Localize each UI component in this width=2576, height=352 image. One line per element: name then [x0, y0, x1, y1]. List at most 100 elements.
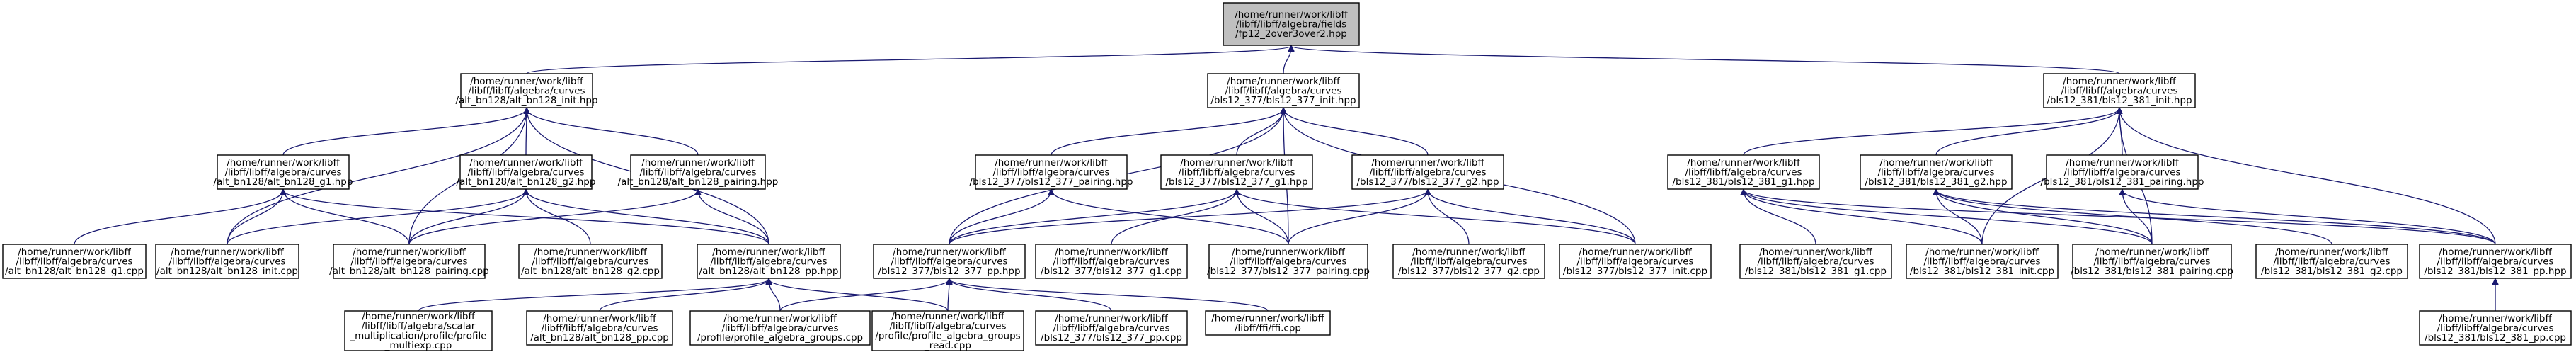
node-label-line: /alt_bn128/alt_bn128_pairing.hpp [618, 176, 779, 188]
node-bls12-381-pairing-hpp[interactable]: /home/runner/work/libff/libff/libff/alge… [2041, 154, 2204, 190]
node-alt-bn128-g1-cpp[interactable]: /home/runner/work/libff/libff/libff/alge… [2, 244, 147, 279]
node-label-line: /bls12_377/bls12_377_pairing.cpp [1207, 266, 1370, 277]
node-box [1351, 154, 1504, 190]
edge-b377-pp-hpp-to-b377-g2-hpp [949, 190, 1428, 245]
node-box [1739, 244, 1892, 279]
edge-b381-pp-hpp-to-b381-g1-hpp [1744, 190, 2496, 245]
node-alt-bn128-g1-hpp[interactable]: /home/runner/work/libff/libff/libff/alge… [214, 154, 353, 190]
node-alt-bn128-g2-hpp[interactable]: /home/runner/work/libff/libff/libff/alge… [457, 154, 596, 190]
node-bls12-377-g2-hpp[interactable]: /home/runner/work/libff/libff/libff/alge… [1351, 154, 1504, 190]
edge-b381-pairing-cpp-to-b381-pairing-hpp [2122, 190, 2153, 245]
node-bls12-381-pairing-cpp[interactable]: /home/runner/work/libff/libff/libff/alge… [2071, 244, 2233, 279]
node-label-line: /home/runner/work/libff [2066, 157, 2179, 169]
node-label-line: /bls12_381/bls12_381_g1.hpp [1672, 176, 1814, 188]
node-box [1559, 244, 1712, 279]
node-bls12-377-g1-hpp[interactable]: /home/runner/work/libff/libff/libff/alge… [1160, 154, 1313, 190]
node-ffi-cpp[interactable]: /home/runner/work/libff/libff/ffi/ffi.cp… [1205, 310, 1331, 336]
node-box [689, 310, 871, 346]
node-alt-bn128-pp-hpp[interactable]: /home/runner/work/libff/libff/libff/alge… [697, 244, 841, 279]
node-label-line: /libff/libff/algebra/curves [992, 167, 1109, 178]
node-bls12-377-pairing-hpp[interactable]: /home/runner/work/libff/libff/libff/alge… [970, 154, 1133, 190]
node-bls12-377-g1-cpp[interactable]: /home/runner/work/libff/libff/libff/alge… [1035, 244, 1188, 279]
node-box [333, 244, 486, 279]
node-label-line: /home/runner/work/libff [891, 311, 1004, 322]
node-alt-bn128-pairing-cpp[interactable]: /home/runner/work/libff/libff/libff/alge… [329, 244, 489, 279]
node-box [2, 244, 147, 279]
node-box [630, 154, 766, 190]
node-label-line: /alt_bn128/alt_bn128_g1.hpp [214, 176, 353, 188]
node-alt-bn128-init-cpp[interactable]: /home/runner/work/libff/libff/libff/alge… [155, 244, 299, 279]
node-alt-bn128-g2-cpp[interactable]: /home/runner/work/libff/libff/libff/alge… [518, 244, 663, 279]
node-bls12-377-pp-hpp[interactable]: /home/runner/work/libff/libff/libff/alge… [873, 244, 1026, 279]
node-label-line: /libff/libff/algebra/curves [224, 167, 341, 178]
node-label-line: /home/runner/work/libff [469, 157, 583, 169]
node-bls12-377-init-hpp[interactable]: /home/runner/work/libff/libff/libff/alge… [1207, 73, 1360, 108]
edge-b381-pairing-cpp-to-b381-g2-hpp [1936, 190, 2153, 245]
node-profile-algebra-groups-read-cpp[interactable]: /home/runner/work/libff/libff/libff/alge… [871, 310, 1024, 351]
node-bls12-377-pp-cpp[interactable]: /home/runner/work/libff/libff/libff/alge… [1035, 310, 1188, 346]
node-label-line: /home/runner/work/libff [18, 246, 131, 258]
edge-b377-pp-hpp-to-b377-g1-hpp [949, 190, 1237, 245]
node-box [1207, 73, 1360, 108]
node-alt-bn128-pp-cpp[interactable]: /home/runner/work/libff/libff/libff/alge… [526, 310, 673, 346]
node-bls12-381-pp-cpp[interactable]: /home/runner/work/libff/libff/libff/alge… [2419, 310, 2572, 346]
node-bls12-381-g2-cpp[interactable]: /home/runner/work/libff/libff/libff/alge… [2255, 244, 2408, 279]
node-box [1223, 2, 1360, 46]
node-box [217, 154, 350, 190]
node-bls12-381-g2-hpp[interactable]: /home/runner/work/libff/libff/libff/alge… [1860, 154, 2013, 190]
edge-b377-init-cpp-to-b377-g2-hpp [1428, 190, 1636, 245]
edge-b377-pp-hpp-to-b377-pairing-hpp [949, 190, 1051, 245]
edge-prof-groups-read-cpp-to-b377-pp-hpp [948, 279, 949, 312]
node-bls12-377-init-cpp[interactable]: /home/runner/work/libff/libff/libff/alge… [1559, 244, 1712, 279]
node-box [873, 244, 1026, 279]
node-bls12-381-g1-hpp[interactable]: /home/runner/work/libff/libff/libff/alge… [1667, 154, 1820, 190]
node-alt-bn128-init-hpp[interactable]: /home/runner/work/libff/libff/libff/alge… [455, 73, 598, 108]
node-label-line: /libff/libff/algebra/scalar [362, 321, 476, 332]
node-label-line: /bls12_381/bls12_381_init.hpp [2047, 95, 2192, 106]
edge-alt-pairing-cpp-to-alt-g1-hpp [283, 190, 410, 245]
node-label-line: /home/runner/work/libff [1055, 246, 1168, 258]
edge-b381-pp-hpp-to-b381-g2-hpp [1936, 190, 2496, 245]
edge-b377-g1-cpp-to-b377-g1-hpp [1111, 190, 1237, 245]
node-bls12-381-pp-hpp[interactable]: /home/runner/work/libff/libff/libff/alge… [2419, 244, 2572, 279]
edge-b381-g1-hpp-to-b381-init-hpp [1743, 108, 2119, 156]
node-bls12-381-init-cpp[interactable]: /home/runner/work/libff/libff/libff/alge… [1906, 244, 2059, 279]
node-label-line: /bls12_381/bls12_381_pairing.hpp [2041, 176, 2204, 188]
node-label-line: /bls12_381/bls12_381_g2.cpp [2261, 266, 2403, 277]
node-box [1906, 244, 2059, 279]
node-label-line: /libff/libff/algebra/curves [710, 256, 827, 268]
node-label-line: /home/runner/work/libff [1879, 157, 1993, 169]
node-box [871, 310, 1024, 351]
node-label-line: /libff/libff/algebra/curves [1178, 167, 1295, 178]
node-label-line: /home/runner/work/libff [893, 246, 1006, 258]
node-bls12-381-g1-cpp[interactable]: /home/runner/work/libff/libff/libff/alge… [1739, 244, 1892, 279]
node-label-line: /bls12_381/bls12_381_pp.cpp [2425, 332, 2566, 344]
node-label-line: /home/runner/work/libff [543, 313, 656, 324]
node-box [1208, 244, 1368, 279]
node-label-line: /libff/libff/algebra/curves [639, 167, 756, 178]
edge-b377-init-cpp-to-b377-g1-hpp [1237, 190, 1636, 245]
node-label-line: /home/runner/work/libff [712, 246, 825, 258]
node-profile-algebra-groups-cpp[interactable]: /home/runner/work/libff/libff/libff/alge… [689, 310, 871, 346]
edge-b377-init-hpp-to-root [1283, 46, 1291, 74]
node-label-line: /bls12_381/bls12_381_init.cpp [1910, 266, 2054, 277]
node-profile-multiexp-cpp[interactable]: /home/runner/work/libff/libff/libff/alge… [344, 310, 493, 351]
node-bls12-381-init-hpp[interactable]: /home/runner/work/libff/libff/libff/alge… [2043, 73, 2196, 108]
node-bls12-377-pairing-cpp[interactable]: /home/runner/work/libff/libff/libff/alge… [1207, 244, 1370, 279]
node-label-line: /libff/libff/algebra/curves [1053, 323, 1169, 334]
node-label-line: /libff/libff/algebra/curves [16, 256, 132, 268]
node-fp12-2over3over2-hpp[interactable]: /home/runner/work/libff/libff/libff/alge… [1223, 2, 1360, 46]
node-label-line: _multiplication/profile/profile [349, 330, 486, 341]
node-alt-bn128-pairing-hpp[interactable]: /home/runner/work/libff/libff/libff/alge… [618, 154, 779, 190]
node-label-line: /bls12_377/bls12_377_pp.cpp [1041, 332, 1182, 344]
node-bls12-377-g2-cpp[interactable]: /home/runner/work/libff/libff/libff/alge… [1392, 244, 1545, 279]
node-label-line: /home/runner/work/libff [1235, 9, 1348, 21]
node-label-line: /libff/libff/algebra/curves [2093, 256, 2210, 268]
node-label-line: /libff/libff/algebra/curves [350, 256, 467, 268]
node-label-line: /alt_bn128/alt_bn128_init.hpp [455, 95, 597, 106]
node-label-line: /fp12_2over3over2.hpp [1235, 28, 1347, 40]
edge-b377-pairing-cpp-to-b377-g1-hpp [1237, 190, 1289, 245]
node-box [2419, 244, 2572, 279]
node-label-line: /profile/profile_algebra_groups [875, 330, 1020, 341]
node-box [459, 154, 593, 190]
